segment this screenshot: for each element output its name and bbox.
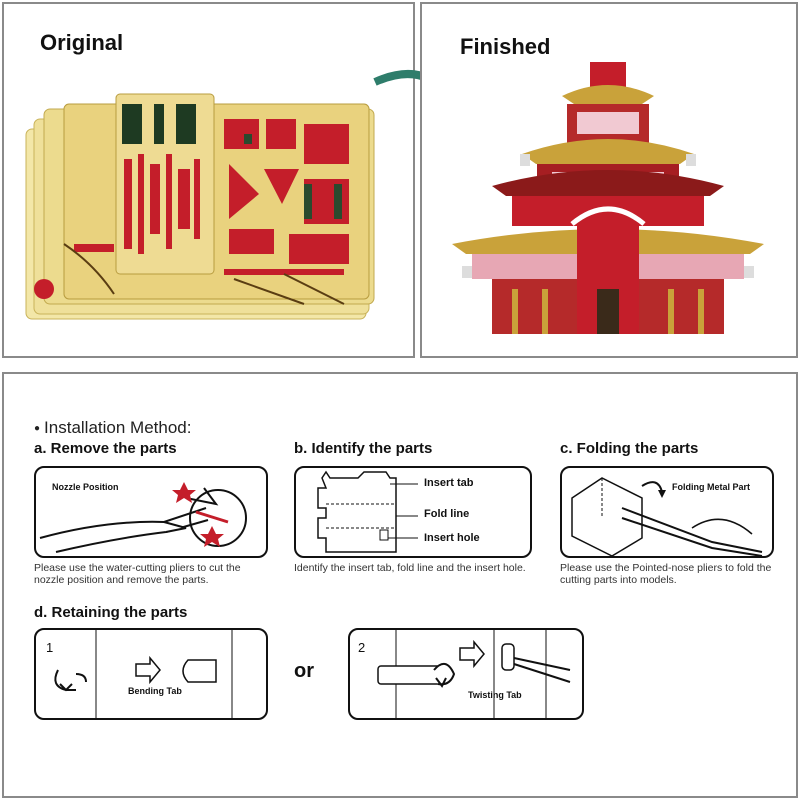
fold-line-label: Fold line [424,508,470,520]
metal-sheets-image [25,93,375,320]
or-label: or [294,660,314,682]
step-a-heading: a. Remove the parts [34,440,177,457]
option2-number: 2 [358,640,366,655]
step-a-box: Nozzle Position [34,466,268,558]
step-d-option1-box: 1 Bending Tab [34,628,268,720]
original-panel: Original [2,2,415,358]
step-b-box: Insert tab Fold line Insert hole [294,466,532,558]
step-d-heading: d. Retaining the parts [34,604,188,621]
bending-tab-icon [54,630,233,718]
part-diagram-icon [317,470,418,553]
step-d-option2-box: 2 Twisting Tab [348,628,584,720]
option1-number: 1 [46,640,54,655]
folding-metal-part-label: Folding Metal Part [672,482,751,492]
step-c-caption: Please use the Pointed-nose pliers to fo… [560,562,772,586]
twisting-tab-icon [377,630,571,718]
installation-title: Installation Method: [44,418,192,437]
finished-panel: Finished [420,2,798,358]
installation-title-row: ●Installation Method: [34,418,191,438]
installation-panel: ●Installation Method: a. Remove the part… [2,372,798,798]
finished-pagoda-image [452,62,764,334]
bending-tab-label: Bending Tab [128,686,182,696]
insert-tab-label: Insert tab [424,477,474,489]
pliers-icon [39,482,247,553]
original-label: Original [40,30,124,55]
twisting-tab-label: Twisting Tab [468,690,522,700]
finished-label: Finished [460,34,551,59]
step-b-heading: b. Identify the parts [294,440,433,457]
folding-pliers-icon [571,477,763,556]
bullet-icon: ● [34,423,41,435]
step-c-heading: c. Folding the parts [560,440,699,457]
insert-hole-label: Insert hole [424,532,480,544]
step-a-caption: Please use the water-cutting pliers to c… [34,562,241,586]
nozzle-position-label: Nozzle Position [52,482,119,492]
step-c-box: Folding Metal Part [560,466,774,558]
step-b-caption: Identify the insert tab, fold line and t… [294,562,526,574]
